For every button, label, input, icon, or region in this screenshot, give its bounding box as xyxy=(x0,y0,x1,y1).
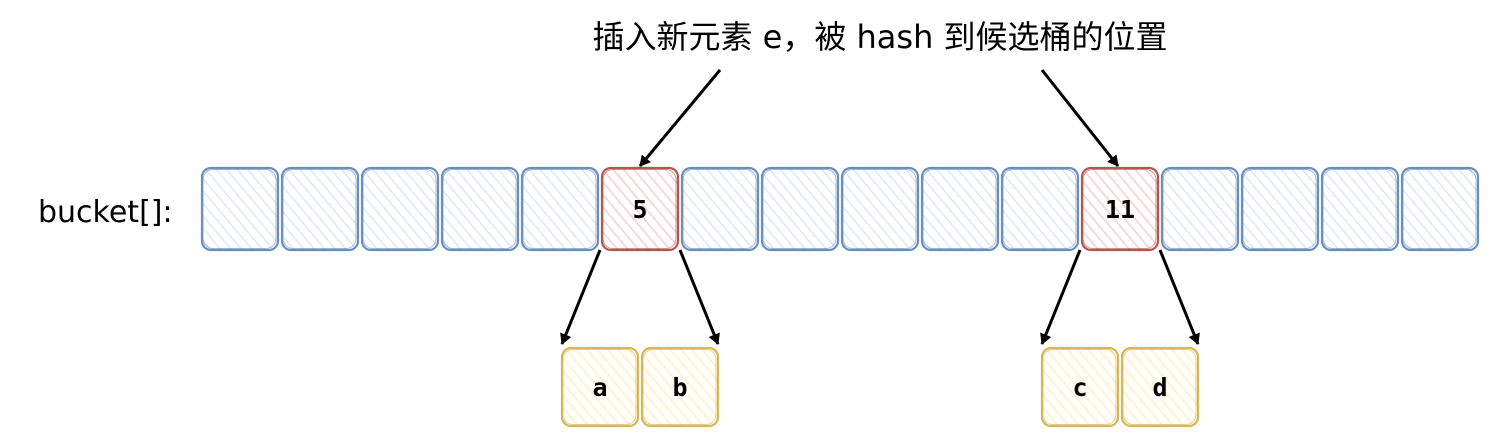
slot-label: d xyxy=(1152,373,1167,402)
bucket-array: 5 11 xyxy=(200,166,1480,252)
bucket-cell-outline xyxy=(1082,169,1157,249)
bucket-cell-outline xyxy=(522,169,597,249)
bucket-cell-outline xyxy=(1322,169,1397,249)
bucket-cell-box xyxy=(760,166,840,252)
bucket-cell-outline xyxy=(1002,169,1077,249)
bucket-cell-box xyxy=(1400,166,1480,252)
bucket-cell-box xyxy=(360,166,440,252)
bucket-cell-box xyxy=(1080,166,1160,252)
slot-outline xyxy=(1042,349,1117,425)
bucket-cell-box xyxy=(200,166,280,252)
bucket-cell xyxy=(520,166,600,252)
slot-arrow-left xyxy=(1040,249,1082,345)
bucket-cell-box xyxy=(520,166,600,252)
arrows xyxy=(560,69,1200,345)
bucket-cell-outline xyxy=(842,169,917,249)
bucket-cell-box xyxy=(600,166,680,252)
bucket-cell xyxy=(280,166,360,252)
title-arrow xyxy=(1040,69,1120,167)
bucket-cell xyxy=(1160,166,1240,252)
bucket-cell-box xyxy=(680,166,760,252)
slot-label: a xyxy=(592,373,607,402)
slot-box xyxy=(1120,346,1200,428)
title-arrow xyxy=(638,69,722,167)
bucket-cell-box xyxy=(1000,166,1080,252)
bucket-cell-box xyxy=(280,166,360,252)
bucket-cell xyxy=(920,166,1000,252)
bucket-cell xyxy=(360,166,440,252)
slot-outline xyxy=(642,349,717,425)
bucket-cell-outline xyxy=(682,169,757,249)
bucket-cell-box xyxy=(1320,166,1400,252)
bucket-cell xyxy=(200,166,280,252)
slot-arrow-right xyxy=(678,249,720,345)
bucket-cell xyxy=(1000,166,1080,252)
bucket-array-label: bucket[]: xyxy=(38,195,173,230)
slot-label: c xyxy=(1072,373,1087,402)
bucket-cell-outline xyxy=(1402,169,1477,249)
slot-arrow-right xyxy=(1158,249,1200,345)
slot-outline xyxy=(1122,349,1197,425)
bucket-cell-outline xyxy=(1162,169,1237,249)
bucket-cell-outline xyxy=(922,169,997,249)
bucket-cell-outline xyxy=(762,169,837,249)
bucket-cell xyxy=(760,166,840,252)
bucket-cell xyxy=(440,166,520,252)
bucket-cell-outline xyxy=(602,169,677,249)
bucket-cell-outline xyxy=(442,169,517,249)
bucket-cell-label: 11 xyxy=(1105,195,1135,224)
bucket-cell: 5 xyxy=(600,166,680,252)
bucket-cell xyxy=(1320,166,1400,252)
bucket-cell xyxy=(1400,166,1480,252)
bucket-cell-outline xyxy=(202,169,277,249)
bucket-cell-box xyxy=(1160,166,1240,252)
bucket-cell-box xyxy=(1240,166,1320,252)
diagram-title: 插入新元素 e，被 hash 到候选桶的位置 xyxy=(592,18,1167,56)
bucket-cell-label: 5 xyxy=(632,195,647,224)
bucket-cell xyxy=(1240,166,1320,252)
slot-arrow-left xyxy=(560,249,602,345)
bucket-cell-box xyxy=(440,166,520,252)
bucket-cell-box xyxy=(920,166,1000,252)
bucket-cell-box xyxy=(840,166,920,252)
slot-label: b xyxy=(672,373,687,402)
bucket-cell xyxy=(680,166,760,252)
slot-box xyxy=(1040,346,1120,428)
bucket-cell-outline xyxy=(362,169,437,249)
slot-outline xyxy=(562,349,637,425)
slot-box xyxy=(640,346,720,428)
slot-box xyxy=(560,346,640,428)
bucket-cell-outline xyxy=(282,169,357,249)
bucket-cell xyxy=(840,166,920,252)
bucket-cell: 11 xyxy=(1080,166,1160,252)
bucket-cell-outline xyxy=(1242,169,1317,249)
